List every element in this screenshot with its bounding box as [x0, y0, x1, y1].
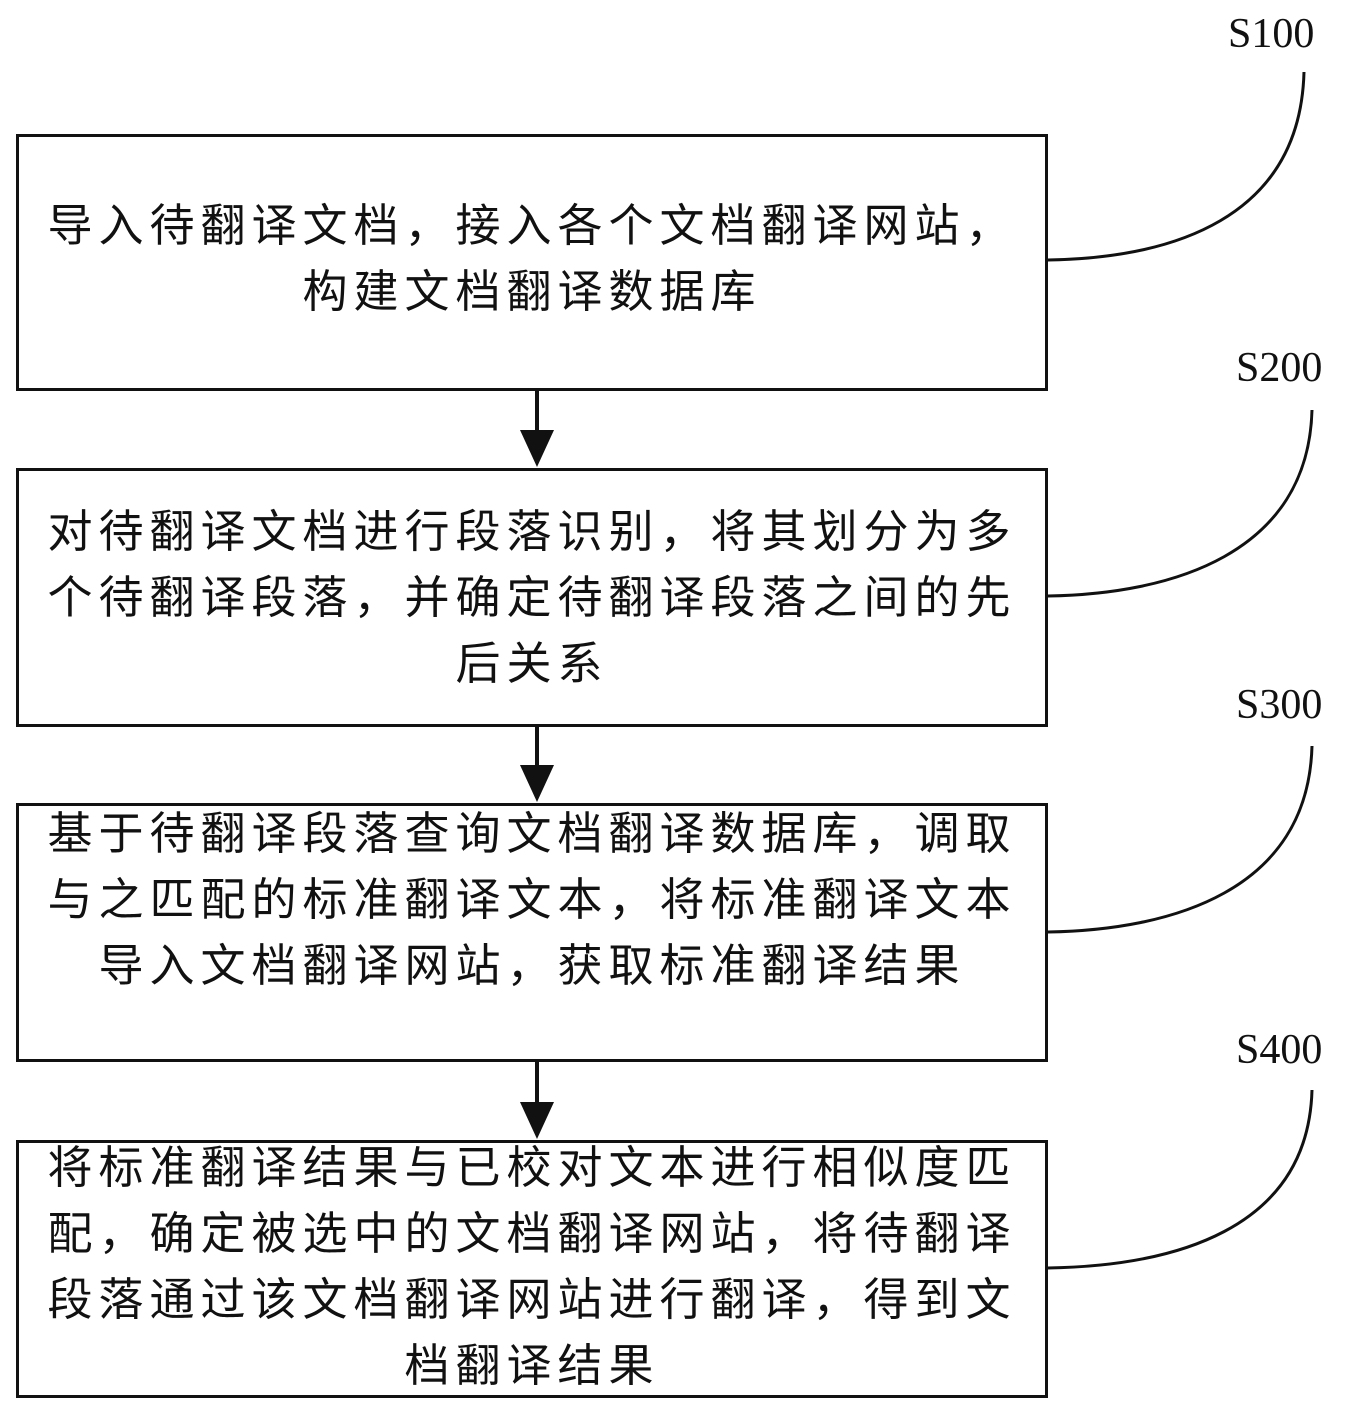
- step-label-s400: S400: [1236, 1027, 1323, 1073]
- step-box-s200: 对待翻译文档进行段落识别，将其划分为多个待翻译段落，并确定待翻译段落之间的先后关…: [16, 468, 1048, 727]
- step-label-s200: S200: [1236, 345, 1323, 391]
- step-text-s100: 导入待翻译文档，接入各个文档翻译网站，构建文档翻译数据库: [47, 199, 1017, 318]
- leader-line-s400: [1047, 1089, 1314, 1270]
- step-box-s400: 将标准翻译结果与已校对文本进行相似度匹配，确定被选中的文档翻译网站，将待翻译段落…: [16, 1140, 1048, 1398]
- step-box-s100: 导入待翻译文档，接入各个文档翻译网站，构建文档翻译数据库: [16, 134, 1048, 391]
- step-text-s200: 对待翻译文档进行段落识别，将其划分为多个待翻译段落，并确定待翻译段落之间的先后关…: [47, 505, 1017, 690]
- step-text-s400: 将标准翻译结果与已校对文本进行相似度匹配，确定被选中的文档翻译网站，将待翻译段落…: [47, 1141, 1017, 1392]
- leader-line-s100: [1047, 71, 1306, 262]
- flow-arrow-s100-s200: [520, 391, 554, 467]
- step-label-s300: S300: [1236, 682, 1323, 728]
- flow-arrow-s200-s300: [520, 727, 554, 802]
- step-box-s300: 基于待翻译段落查询文档翻译数据库，调取与之匹配的标准翻译文本，将标准翻译文本导入…: [16, 803, 1048, 1062]
- step-text-s300: 基于待翻译段落查询文档翻译数据库，调取与之匹配的标准翻译文本，将标准翻译文本导入…: [47, 807, 1017, 992]
- leader-line-s200: [1047, 409, 1314, 598]
- flow-arrow-s300-s400: [520, 1062, 554, 1139]
- leader-line-s300: [1047, 745, 1314, 934]
- step-label-s100: S100: [1228, 11, 1315, 57]
